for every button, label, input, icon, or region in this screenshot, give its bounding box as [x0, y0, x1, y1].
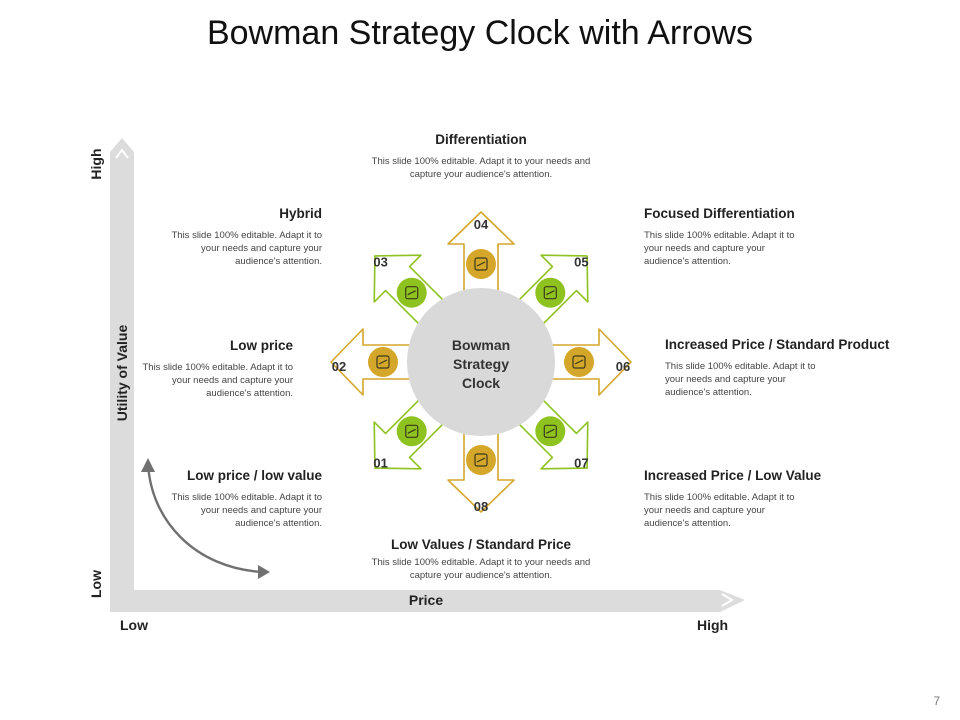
- document-check-icon-glyph: [474, 453, 488, 467]
- section-03-body: This slide 100% editable. Adapt it to yo…: [171, 230, 322, 267]
- curved-arrow: [146, 461, 263, 574]
- section-06-body: This slide 100% editable. Adapt it to yo…: [665, 361, 816, 398]
- x-axis-title: Price: [408, 592, 444, 608]
- center-circle: [407, 288, 555, 436]
- section-01-heading: Low price / low value: [186, 468, 322, 483]
- curved-arrow-head-right: [258, 565, 270, 579]
- calendar-icon-glyph-line: [407, 290, 416, 296]
- section-08-text: Low Values / Standard Price This slide 1…: [361, 537, 601, 582]
- arrow-number-06: 06: [616, 359, 630, 374]
- x-axis-high-label: High: [697, 617, 729, 633]
- arrow-number-01: 01: [373, 455, 387, 470]
- section-07-heading: Increased Price / Low Value: [644, 468, 822, 483]
- calendar-icon-glyph: [405, 286, 419, 300]
- dollar-chart-icon-glyph-line: [574, 359, 584, 365]
- section-06-text: Increased Price / Standard Product This …: [665, 337, 935, 399]
- section-05-text: Focused Differentiation This slide 100% …: [644, 206, 824, 268]
- center-label-line-3: Clock: [462, 375, 500, 391]
- shield-down-icon-glyph: [405, 424, 419, 438]
- axes: [110, 138, 745, 612]
- section-06-heading: Increased Price / Standard Product: [665, 337, 890, 352]
- section-08-heading: Low Values / Standard Price: [390, 537, 572, 552]
- section-01-text: Low price / low value This slide 100% ed…: [156, 468, 322, 530]
- chart-pen-icon-glyph-line: [476, 261, 486, 267]
- section-07-body: This slide 100% editable. Adapt it to yo…: [644, 492, 795, 529]
- arrow-number-08: 08: [474, 499, 488, 514]
- section-05-heading: Focused Differentiation: [644, 206, 795, 221]
- page-number: 7: [933, 694, 940, 708]
- section-04-text: Differentiation This slide 100% editable…: [361, 132, 601, 181]
- x-axis-low-label: Low: [120, 617, 148, 633]
- shield-down-icon-glyph-line: [407, 428, 416, 434]
- price-arrows-icon-glyph-line: [378, 359, 388, 365]
- section-04-body: This slide 100% editable. Adapt it to yo…: [371, 156, 591, 180]
- section-02-body: This slide 100% editable. Adapt it to yo…: [142, 362, 293, 399]
- y-axis-low-label: Low: [88, 570, 104, 598]
- dollar-chart-icon-glyph: [572, 355, 586, 369]
- x-axis-chevron: [721, 593, 734, 607]
- section-02-text: Low price This slide 100% editable. Adap…: [139, 338, 293, 400]
- price-arrows-icon-glyph: [376, 355, 390, 369]
- trend-chart-icon-glyph: [543, 424, 557, 438]
- chart-pen-icon-glyph: [474, 257, 488, 271]
- section-04-heading: Differentiation: [435, 132, 527, 147]
- puzzle-head-icon-glyph-line: [546, 290, 555, 296]
- center-label-line-1: Bowman: [452, 337, 510, 353]
- arrow-number-05: 05: [574, 255, 588, 270]
- puzzle-head-icon-glyph: [543, 286, 557, 300]
- y-axis-high-label: High: [88, 148, 104, 180]
- arrow-number-04: 04: [474, 217, 489, 232]
- slide-title: Bowman Strategy Clock with Arrows: [206, 14, 754, 52]
- arrow-number-03: 03: [373, 255, 387, 270]
- section-03-heading: Hybrid: [279, 206, 322, 221]
- trend-chart-icon-glyph-line: [546, 428, 555, 434]
- arrow-number-07: 07: [574, 455, 588, 470]
- y-axis-chevron: [115, 148, 129, 159]
- section-07-text: Increased Price / Low Value This slide 1…: [644, 468, 854, 530]
- section-05-body: This slide 100% editable. Adapt it to yo…: [644, 230, 795, 267]
- arrow-number-02: 02: [332, 359, 346, 374]
- section-01-body: This slide 100% editable. Adapt it to yo…: [171, 492, 322, 529]
- document-check-icon-glyph-line: [476, 457, 486, 463]
- center-label-line-2: Strategy: [453, 356, 509, 372]
- section-08-body: This slide 100% editable. Adapt it to yo…: [371, 557, 591, 581]
- y-axis-title: Utility of Value: [114, 324, 130, 422]
- section-03-text: Hybrid This slide 100% editable. Adapt i…: [168, 206, 322, 268]
- section-02-heading: Low price: [229, 338, 293, 353]
- curved-arrow-head-top: [141, 458, 155, 472]
